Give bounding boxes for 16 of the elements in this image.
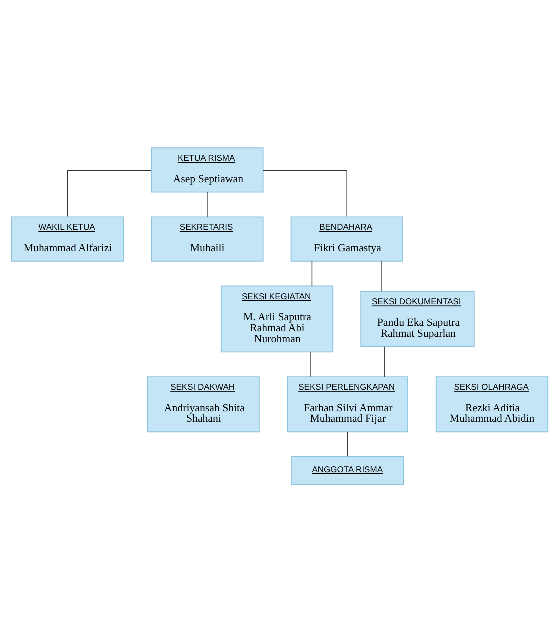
connector: [207, 192, 208, 217]
node-box: SEKRETARIS Muhaili: [151, 216, 264, 262]
connector: [310, 351, 311, 377]
connector: [67, 170, 152, 217]
node-box: SEKSI DAKWAH Andriyansah Shita Shahani: [147, 376, 260, 432]
connector: [384, 346, 385, 377]
node-box: WAKIL KETUA Muhammad Alfarizi: [11, 216, 124, 262]
node-box: ANGGOTA RISMA: [292, 456, 404, 485]
node-box: SEKSI PERLENGKAPAN Farhan Silvi Ammar Muhammad Fijar: [287, 376, 408, 432]
node-box: SEKSI KEGIATAN M. Arli Saputra Rahmad Abi Nurohman: [220, 285, 334, 352]
node-box: BENDAHARA Fikri Gamastya: [290, 216, 404, 262]
node-box: SEKSI OLAHRAGA Rezki Aditia Muhammad Abidin: [436, 376, 549, 432]
node-box: KETUA RISMA Asep Septiawan: [151, 147, 264, 192]
node-box: SEKSI DOKUMENTASI Pandu Eka Saputra Rahmat Suparlan: [360, 290, 475, 347]
connector: [263, 170, 348, 217]
connector: [312, 260, 313, 286]
